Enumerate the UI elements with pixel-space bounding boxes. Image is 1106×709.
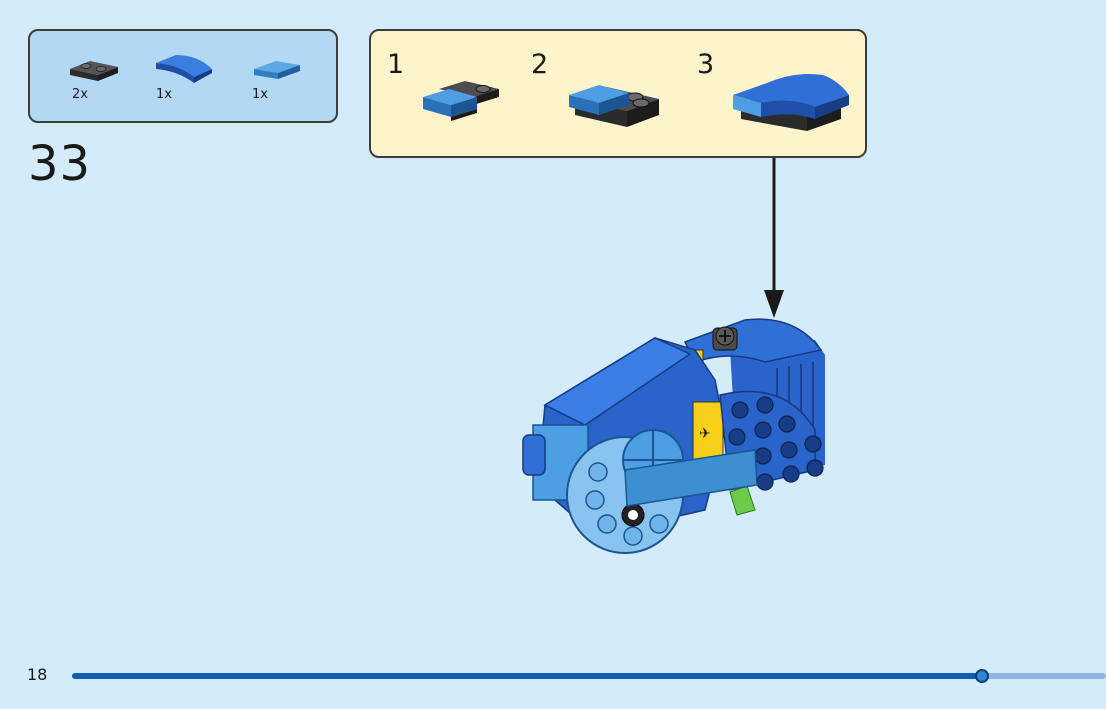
svg-text:✈: ✈ — [699, 426, 711, 442]
part-quantity: 2x — [72, 87, 88, 102]
sub-step-2-illustration — [569, 85, 659, 127]
progress-fill — [72, 673, 982, 679]
progress-knob — [974, 669, 989, 683]
blue-curved-slope-icon — [156, 55, 212, 83]
part-quantity: 1x — [156, 87, 172, 102]
parts-list-panel: 2x 1x 1x — [28, 29, 338, 123]
sub-step-1-illustration — [423, 81, 499, 121]
step-number: 33 — [28, 136, 92, 192]
page-number: 18 — [27, 665, 48, 684]
dark-grey-plate-1x2-icon — [70, 61, 118, 81]
down-arrow-icon — [764, 158, 784, 318]
sub-step-3: 3 — [697, 49, 857, 149]
medium-azure-tile-icon — [254, 61, 300, 79]
progress-bar — [72, 669, 1106, 683]
sub-step-2: 2 — [531, 49, 681, 149]
model-illustration: ✈ — [522, 318, 825, 554]
sub-step-number: 3 — [697, 49, 715, 80]
part-quantity: 1x — [252, 87, 268, 102]
sub-step-1: 1 — [387, 49, 517, 149]
sub-assembly-panel: 1 2 3 — [369, 29, 867, 158]
sub-step-3-illustration — [733, 74, 849, 131]
sub-step-number: 1 — [387, 49, 405, 80]
sub-step-number: 2 — [531, 49, 549, 80]
